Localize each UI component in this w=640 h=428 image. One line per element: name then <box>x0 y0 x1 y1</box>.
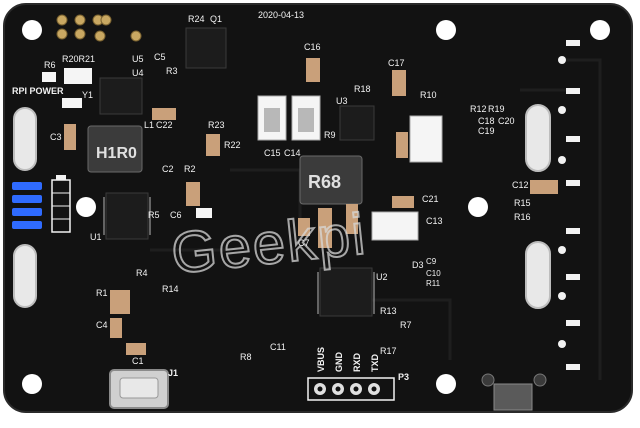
led <box>12 221 42 229</box>
led <box>12 208 42 216</box>
label-r9: R9 <box>324 130 336 140</box>
inductor-mark: R68 <box>308 172 341 192</box>
header-p3 <box>307 377 395 401</box>
label-c20: C20 <box>498 116 515 126</box>
label-y1: Y1 <box>82 90 93 100</box>
slot-cutout <box>525 241 551 309</box>
label-r2: R2 <box>184 164 196 174</box>
pin-label-vbus: VBUS <box>316 347 326 372</box>
label-r18: R18 <box>354 84 371 94</box>
mounting-hole <box>22 20 42 40</box>
label-r8: R8 <box>240 352 252 362</box>
label-r3: R3 <box>166 66 178 76</box>
label-r5: R5 <box>148 210 160 220</box>
label-r13: R13 <box>380 306 397 316</box>
label-c17: C17 <box>388 58 405 68</box>
label-c18: C18 <box>478 116 495 126</box>
slot-cutout <box>525 104 551 172</box>
mounting-hole <box>76 197 96 217</box>
ic-u3 <box>339 105 375 141</box>
led <box>12 182 42 190</box>
label-j1: J1 <box>168 368 178 378</box>
mounting-hole <box>436 374 456 394</box>
led <box>12 195 42 203</box>
slot-cutout <box>13 107 37 171</box>
battery-tip <box>56 175 66 180</box>
label-c6: C6 <box>170 210 182 220</box>
label-q1: Q1 <box>210 14 222 24</box>
mounting-hole <box>468 197 488 217</box>
label-u5: U5 <box>132 54 144 64</box>
label-c13: C13 <box>426 216 443 226</box>
label-c16: C16 <box>304 42 321 52</box>
label-c5: C5 <box>154 52 166 62</box>
label-c22: C22 <box>156 120 173 130</box>
inductor-mark: H1R0 <box>96 145 137 162</box>
label-c1: C1 <box>132 356 144 366</box>
ic-u2 <box>319 267 373 317</box>
label-c9: C9 <box>426 257 437 266</box>
label-c15: C15 <box>264 148 281 158</box>
label-u3: U3 <box>336 96 348 106</box>
label-c7: C7 <box>298 238 310 248</box>
rpi-power-label: RPI POWER <box>12 86 64 96</box>
mounting-hole <box>22 374 42 394</box>
label-r24: R24 <box>188 14 205 24</box>
label-r19: R19 <box>488 104 505 114</box>
label-u2: U2 <box>376 272 388 282</box>
label-c12: C12 <box>512 180 529 190</box>
integrated-circuits <box>99 27 375 317</box>
label-u4: U4 <box>132 68 144 78</box>
label-r16: R16 <box>514 212 531 222</box>
ic-u4 <box>99 77 143 115</box>
ic-u1 <box>105 192 149 240</box>
label-r22: R22 <box>224 140 241 150</box>
label-r10: R10 <box>420 90 437 100</box>
ic-q1 <box>185 27 227 69</box>
label-c11: C11 <box>270 342 286 352</box>
label-r11: R11 <box>426 279 441 288</box>
right-edge-pads <box>558 40 580 370</box>
inductor-l1 <box>87 125 143 173</box>
label-r15: R15 <box>514 198 531 208</box>
label-r23: R23 <box>208 120 225 130</box>
pin-label-txd: TXD <box>370 353 380 372</box>
label-c2: C2 <box>162 164 174 174</box>
label-r4: R4 <box>136 268 148 278</box>
label-r14: R14 <box>162 284 179 294</box>
label-d3: D3 <box>412 260 424 270</box>
slot-cutout <box>13 244 37 308</box>
mounting-hole <box>590 20 610 40</box>
battery-level-leds <box>12 175 71 233</box>
gold-pins <box>56 14 142 42</box>
label-c10: C10 <box>426 269 441 278</box>
label-c3: C3 <box>50 132 62 142</box>
passive-components <box>42 58 558 355</box>
label-c19: C19 <box>478 126 495 136</box>
label-c4: C4 <box>96 320 108 330</box>
label-r6: R6 <box>44 60 56 70</box>
label-p3: P3 <box>398 372 409 382</box>
power-switch <box>493 383 533 411</box>
mounting-hole <box>436 20 456 40</box>
label-u1: U1 <box>90 232 102 242</box>
label-r20r21: R20R21 <box>62 54 95 64</box>
label-c14: C14 <box>284 148 301 158</box>
label-r12: R12 <box>470 104 487 114</box>
slot-cutouts <box>13 104 551 309</box>
pin-label-gnd: GND <box>334 352 344 373</box>
inductor-l2 <box>299 155 363 205</box>
mounting-holes <box>22 20 610 394</box>
label-l1: L1 <box>144 120 154 130</box>
pin-label-rxd: RXD <box>352 352 362 372</box>
label-r1: R1 <box>96 288 108 298</box>
label-c21: C21 <box>422 194 439 204</box>
inductors: H1R0 R68 <box>87 125 363 205</box>
date-code: 2020-04-13 <box>258 10 304 20</box>
label-r17: R17 <box>380 346 397 356</box>
label-r7: R7 <box>400 320 412 330</box>
